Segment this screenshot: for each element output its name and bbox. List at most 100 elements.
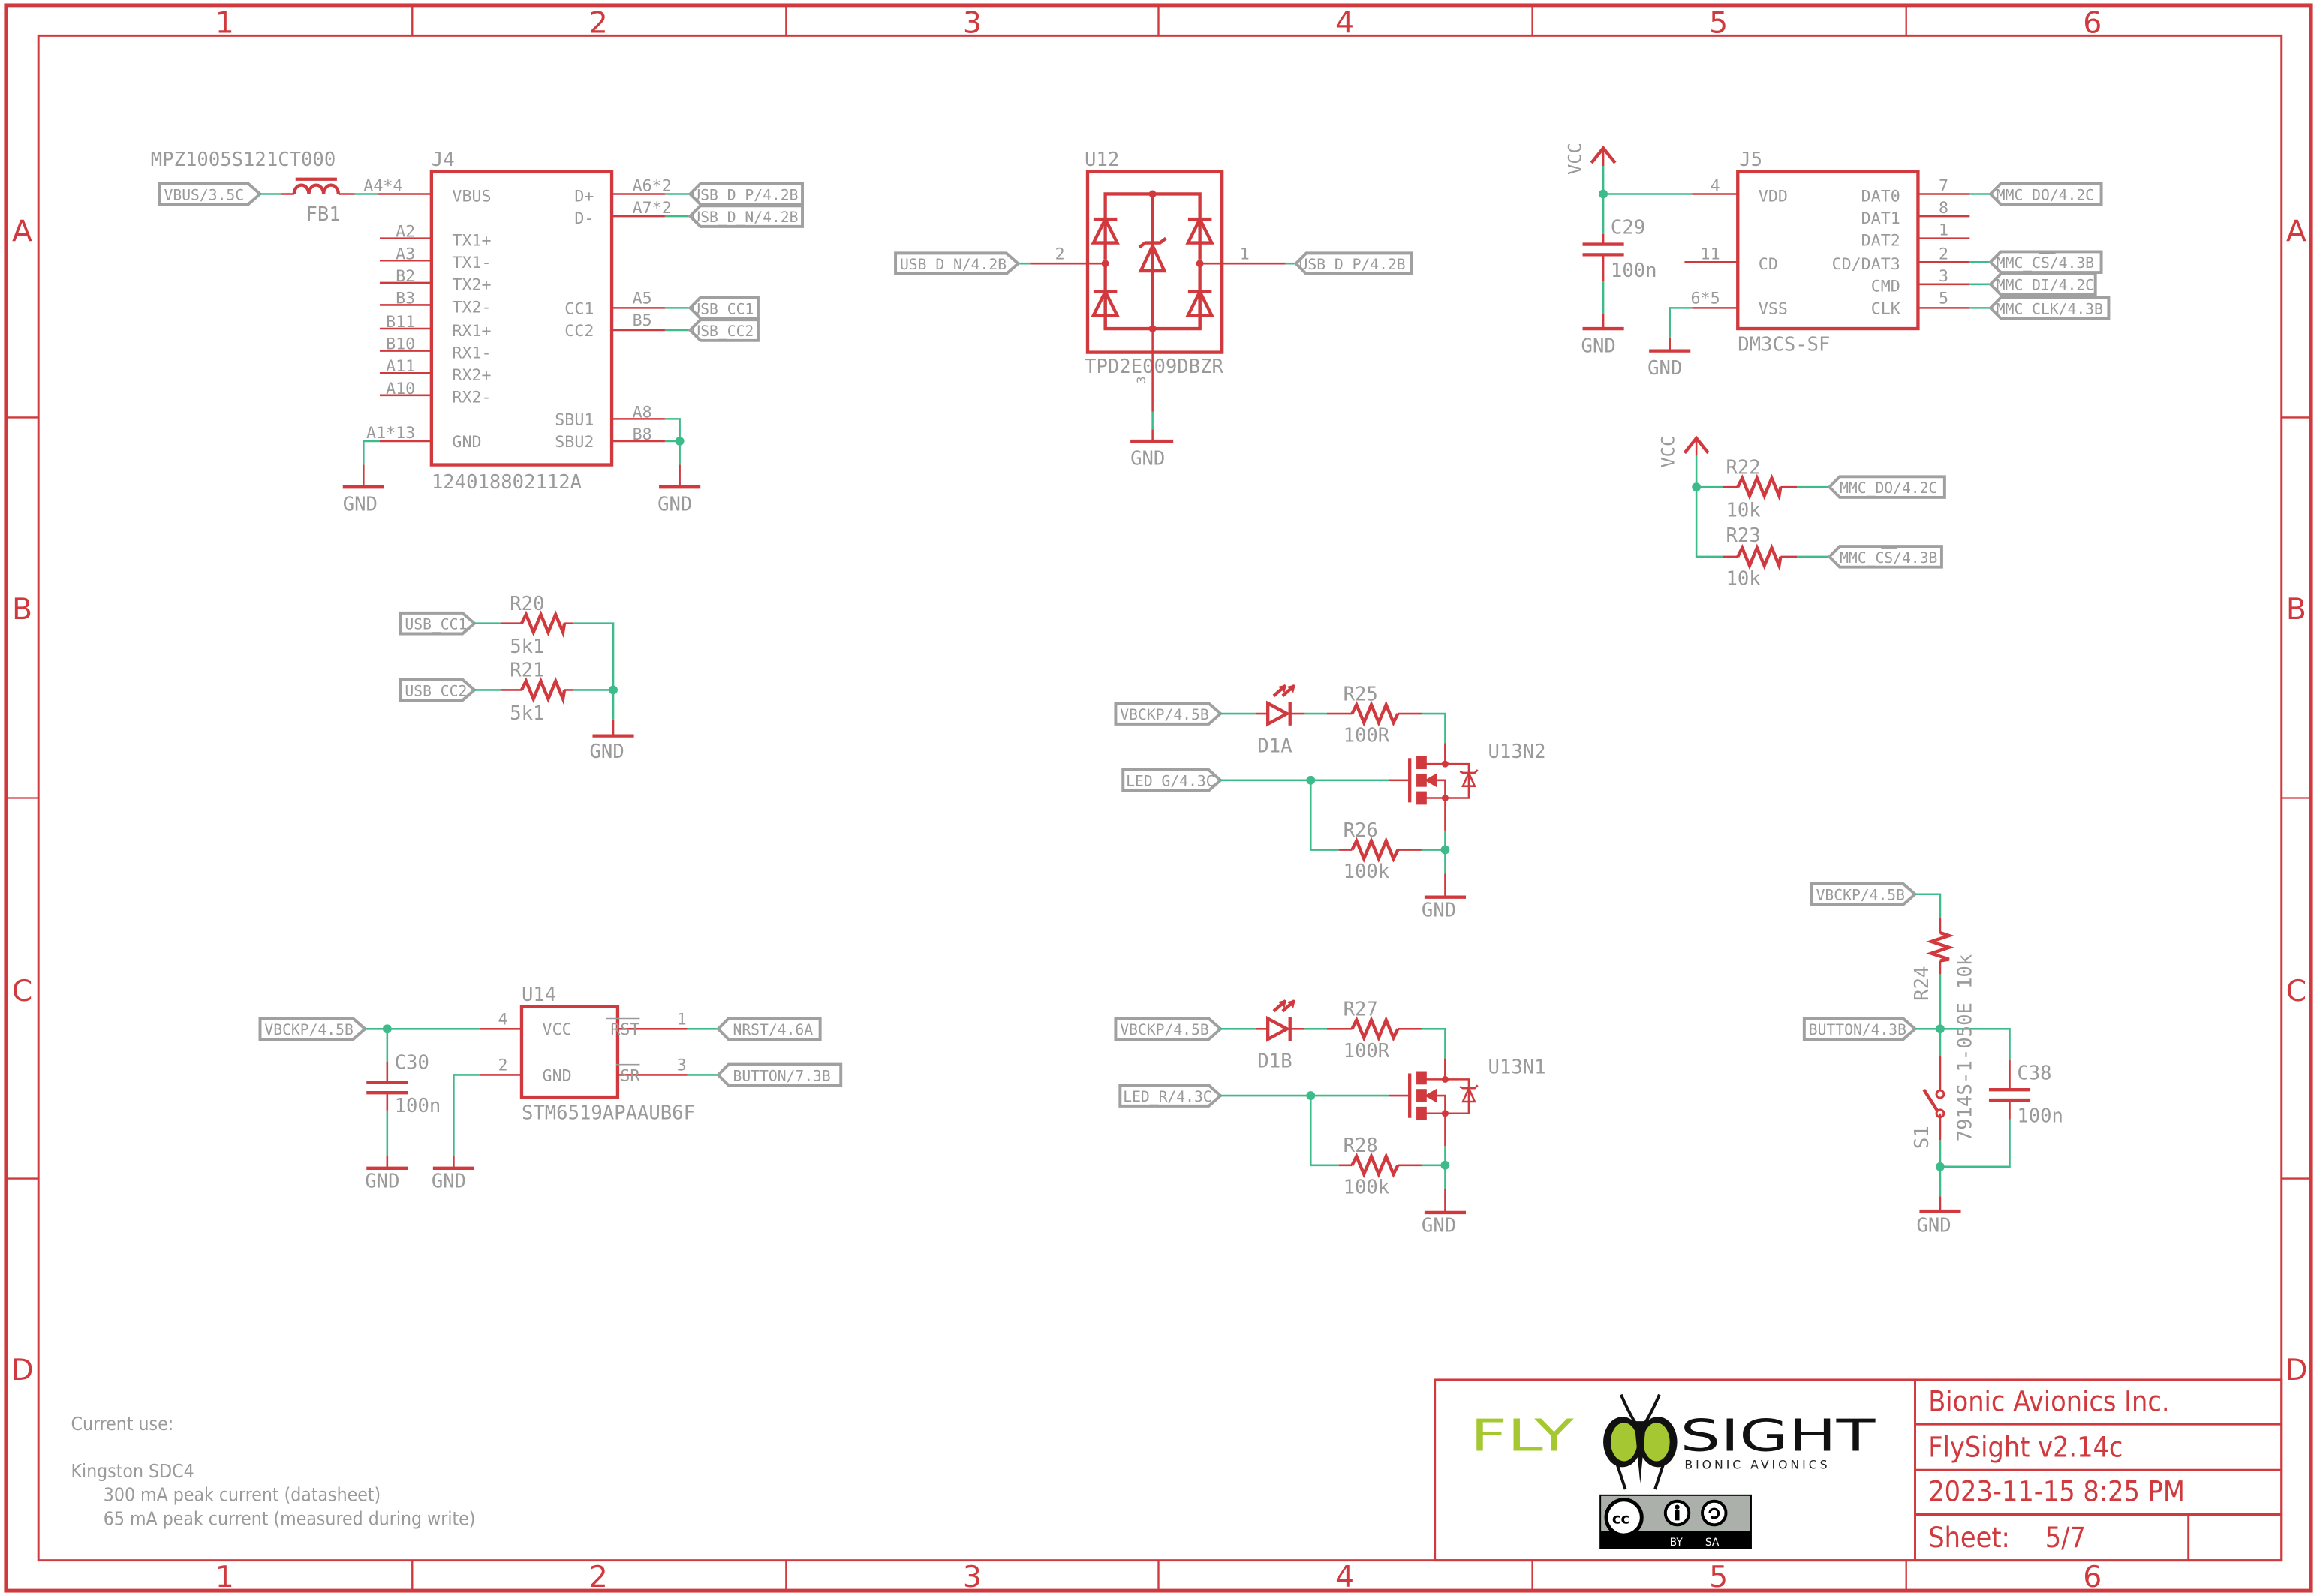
r24-value: 10k — [1954, 954, 1976, 989]
net-label-usb-d-n[interactable]: USB_D_N/4.2B — [900, 256, 1007, 273]
net-label-usb-cc2-outline[interactable] — [688, 318, 760, 342]
net-label-led-r-outline[interactable] — [1118, 1084, 1223, 1108]
net-label-led-g[interactable]: LED_G/4.3C — [1126, 773, 1214, 790]
j4-pin-name: SBU1 — [555, 410, 594, 429]
net-label-mmc-cs[interactable]: MMC_CS/4.3B — [1840, 549, 1937, 567]
c38-ref: C38 — [2017, 1062, 2051, 1084]
net-label-usb-d-n-outline[interactable] — [688, 204, 804, 228]
net-label-usb-cc1-outline[interactable] — [399, 611, 477, 636]
logo-tagline: BIONIC AVIONICS — [1684, 1457, 1830, 1471]
net-label-usb-d-p-outline[interactable] — [688, 182, 804, 206]
vcc-symbol-icon — [1590, 145, 1617, 166]
net-label-vbus-outline[interactable] — [158, 182, 263, 206]
resistor-icon — [1350, 837, 1400, 864]
net-label-vbckp[interactable]: VBCKP/4.5B — [1120, 1021, 1208, 1038]
u12-value: TPD2E009DBZR — [1085, 356, 1223, 378]
frame-col-3-bottom: 3 — [963, 1560, 982, 1594]
net-label-usb-d-n[interactable]: USB_D_N/4.2B — [691, 209, 798, 226]
net-label-button-outline[interactable] — [1802, 1017, 1918, 1041]
title-company: Bionic Avionics Inc. — [1928, 1384, 2169, 1417]
net-label-mmc-cs-outline[interactable] — [1827, 545, 1943, 569]
net-label-usb-cc2[interactable]: USB_CC2 — [405, 682, 467, 699]
net-label-vbckp-outline[interactable] — [1114, 702, 1223, 726]
fb1-pin-label: A4*4 — [363, 177, 402, 196]
license-sa: SA — [1705, 1537, 1720, 1549]
junction-icon — [1440, 845, 1450, 855]
net-label-usb-d-p[interactable]: USB_D_P/4.2B — [691, 186, 798, 203]
net-label-nrst[interactable]: NRST/4.6A — [733, 1021, 814, 1038]
net-label-mmc-do[interactable]: MMC_DO/4.2C — [1997, 186, 2094, 203]
net-label-mmc-do-outline[interactable] — [1988, 182, 2103, 206]
resistor-icon — [1350, 1152, 1400, 1179]
j4-pin-name: RX2- — [452, 389, 491, 407]
frame-col-5-bottom: 5 — [1709, 1560, 1728, 1594]
net-label-vbckp[interactable]: VBCKP/4.5B — [1120, 706, 1208, 723]
fb1-value: MPZ1005S121CT000 — [151, 149, 336, 171]
net-label-mmc-do-outline[interactable] — [1827, 475, 1946, 499]
frame-col-6-bottom: 6 — [2083, 1560, 2102, 1594]
net-label-usb-cc1[interactable]: USB_CC1 — [691, 300, 754, 317]
r23-value: 10k — [1726, 567, 1762, 590]
net-label-vbckp[interactable]: VBCKP/4.5B — [264, 1021, 353, 1038]
net-label-mmc-di[interactable]: MMC_DI/4.2C — [1997, 277, 2094, 294]
net-label-usb-cc2[interactable]: USB_CC2 — [691, 323, 754, 340]
title-date: 2023-11-15 8:25 PM — [1928, 1475, 2185, 1508]
j5-pin-name: CMD — [1871, 278, 1900, 296]
sd-pullups-block: VCC R22 10k R23 10k MMC_DO/4.2C MMC_CS/4… — [1658, 435, 1946, 590]
net-label-usb-d-p[interactable]: USB_D_P/4.2B — [1299, 256, 1406, 273]
resistor-icon — [1350, 700, 1400, 727]
net-label-button-outline[interactable] — [716, 1062, 843, 1087]
net-label-mmc-clk[interactable]: MMC_CLK/4.3B — [1997, 300, 2103, 317]
frame-row-D-right: D — [2285, 1353, 2307, 1387]
note-line: 65 mA peak current (measured during writ… — [104, 1507, 476, 1529]
net-label-led-g-outline[interactable] — [1121, 768, 1223, 792]
junction-icon — [1936, 1162, 1945, 1171]
net-label-vbckp-outline[interactable] — [1114, 1017, 1223, 1041]
junction-icon — [1440, 1160, 1450, 1170]
net-label-mmc-do[interactable]: MMC_DO/4.2C — [1840, 479, 1937, 497]
j4-pin-num: A5 — [633, 289, 652, 308]
r20-value: 5k1 — [510, 636, 544, 658]
net-label-vbckp[interactable]: VBCKP/4.5B — [1816, 887, 1905, 904]
u13n2-ref: U13N2 — [1488, 741, 1546, 763]
led-red-driver-block: VBCKP/4.5B LED_R/4.3C D1B R27 100R U13N1… — [1114, 999, 1546, 1237]
share-alike-icon — [1701, 1499, 1728, 1527]
r27-value: 100R — [1344, 1040, 1390, 1062]
net-label-button[interactable]: BUTTON/4.3B — [1809, 1021, 1906, 1038]
u14-body — [519, 1005, 620, 1099]
j5-value: DM3CS-SF — [1738, 334, 1830, 356]
microsd-block: VCC C29 100n GND J5 DM3CS-SF VDD CD VSS … — [1565, 143, 2111, 380]
r26-ref: R26 — [1344, 819, 1378, 842]
junction-icon — [1306, 1091, 1316, 1101]
net-label-led-r[interactable]: LED_R/4.3C — [1123, 1088, 1211, 1105]
net-label-mmc-clk-outline[interactable] — [1988, 296, 2111, 320]
net-label-vbus[interactable]: VBUS/3.5C — [164, 186, 245, 203]
j4-pin-name: RX1+ — [452, 322, 491, 341]
junction-icon — [1936, 1024, 1945, 1034]
flysight-logo: FLY SIGHT BIONIC AVIONICS — [1470, 1393, 1876, 1490]
net-label-mmc-cs[interactable]: MMC_CS/4.3B — [1997, 254, 2094, 272]
gnd-label: GND — [1916, 1215, 1951, 1237]
net-label-usb-d-n-outline[interactable] — [894, 251, 1021, 275]
net-label-mmc-di-outline[interactable] — [1988, 272, 2097, 296]
junction-icon — [1692, 482, 1702, 492]
net-label-mmc-cs-outline[interactable] — [1988, 250, 2103, 275]
net-label-usb-cc1[interactable]: USB_CC1 — [405, 616, 467, 633]
net-label-usb-d-p-outline[interactable] — [1293, 251, 1413, 275]
net-label-button[interactable]: BUTTON/7.3B — [733, 1067, 831, 1084]
net-label-vbckp-outline[interactable] — [1810, 882, 1918, 906]
net-label-usb-cc1-outline[interactable] — [688, 296, 760, 320]
vcc-label: VCC — [1658, 436, 1679, 468]
net-label-nrst-outline[interactable] — [716, 1017, 822, 1041]
j4-ref: J4 — [432, 149, 455, 171]
frame-row-B-right: B — [2286, 592, 2306, 627]
r22-value: 10k — [1726, 500, 1762, 522]
j4-pin-name: SBU2 — [555, 433, 594, 452]
j5-pin-num: 2 — [1939, 245, 1948, 263]
s1-value: 7914S-1-050E — [1954, 1002, 1976, 1141]
net-label-vbckp-outline[interactable] — [258, 1017, 368, 1041]
j5-pin-num: 7 — [1939, 177, 1948, 196]
tvs-diode-array-icon — [1091, 192, 1214, 331]
net-label-usb-cc2-outline[interactable] — [399, 678, 477, 702]
j5-pin-name: VDD — [1759, 187, 1788, 206]
